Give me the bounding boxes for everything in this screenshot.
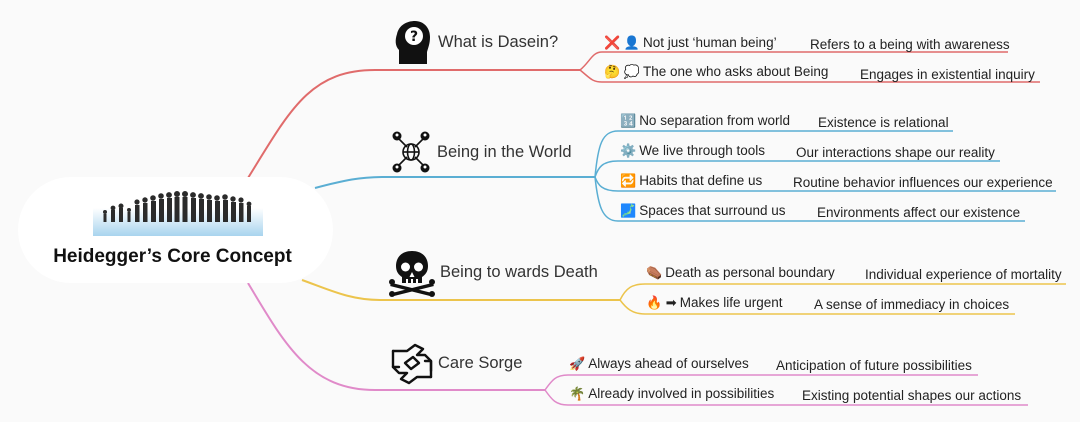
map-icon: 🗾 [620,203,637,218]
link-dasein-2 [579,69,1040,83]
link-dasein [247,69,580,179]
number-grid-icon: 🔢 [620,113,637,128]
thinking-face-icon: 🤔 💭 [604,64,640,79]
link-care-1 [544,374,978,391]
item-description: Existence is relational [818,115,949,130]
svg-text:?: ? [410,29,418,45]
skull-crossbones-icon [389,251,435,297]
list-item[interactable]: ⚙️We live through tools [620,143,766,158]
link-death-1 [619,283,1066,301]
list-item[interactable]: 🗾Spaces that surround us [620,203,786,218]
list-item[interactable]: 🤔 💭The one who asks about Being [604,64,829,79]
repeat-icon: 🔁 [620,173,637,188]
coffin-icon: ⚰️ [646,265,663,280]
branch-label-dasein[interactable]: What is Dasein? [438,33,559,51]
link-care-2 [544,389,1028,406]
link-world-2 [594,160,1000,178]
item-description: Refers to a being with awareness [810,37,1010,52]
link-world-1 [594,130,953,178]
branch-label-care[interactable]: Care Sorge [438,354,523,372]
item-description: Environments affect our existence [817,205,1021,220]
list-item[interactable]: 🌴Already involved in possibilities [569,386,775,401]
question-head-icon: ? [395,21,430,64]
fire-arrow-icon: 🔥 ➡ [646,295,677,310]
root-title: Heidegger’s Core Concept [53,246,292,267]
link-death [301,279,620,301]
rocket-icon: 🚀 [569,356,586,371]
branch-label-death[interactable]: Being to wards Death [440,263,598,281]
item-description: Individual experience of mortality [865,267,1062,282]
list-item[interactable]: ❌ 👤Not just ‘human being’ [604,35,777,50]
item-description: Engages in existential inquiry [860,67,1035,82]
item-description: Routine behavior influences our experien… [793,175,1053,190]
link-world-4 [594,176,1025,222]
item-description: Existing potential shapes our actions [802,388,1022,403]
item-description: Our interactions shape our reality [796,145,995,160]
list-item[interactable]: 🔁Habits that define us [620,173,763,188]
palm-tree-icon: 🌴 [569,386,586,401]
crowd-silhouette-icon [93,191,263,236]
list-item[interactable]: 🚀Always ahead of ourselves [569,356,749,371]
link-world [314,176,595,189]
link-dasein-1 [579,51,1008,71]
care-hands-icon [391,343,433,385]
branch-label-world[interactable]: Being in the World [437,143,572,161]
link-care [247,282,545,391]
list-item[interactable]: 🔢No separation from world [620,113,791,128]
network-globe-icon [392,131,430,173]
item-description: Anticipation of future possibilities [776,358,972,373]
link-death-2 [619,299,1015,315]
list-item[interactable]: ⚰️Death as personal boundary [646,265,835,280]
list-item[interactable]: 🔥 ➡Makes life urgent [646,295,783,310]
cross-person-icon: ❌ 👤 [604,35,640,50]
gear-icon: ⚙️ [620,143,637,158]
item-description: A sense of immediacy in choices [814,297,1010,312]
